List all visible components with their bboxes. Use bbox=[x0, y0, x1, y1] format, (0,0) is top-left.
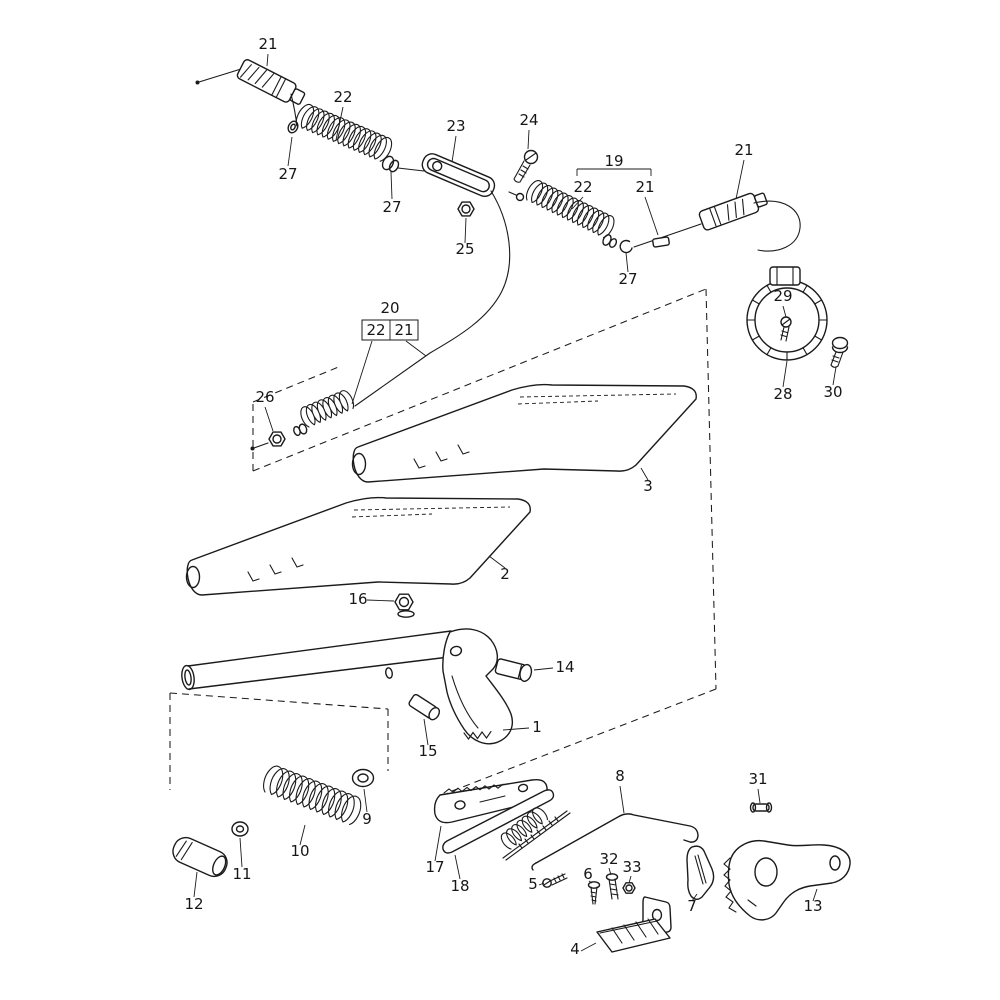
clamp-ring-assembly bbox=[746, 266, 849, 368]
mounting-plate-4 bbox=[596, 918, 671, 953]
hand-grip-2 bbox=[185, 496, 531, 596]
callout-22-group19: 22 bbox=[573, 178, 592, 196]
retaining-clip-27-right bbox=[619, 239, 633, 254]
callout-15: 15 bbox=[418, 742, 437, 760]
callout-13: 13 bbox=[803, 897, 822, 915]
nut-16 bbox=[394, 593, 415, 618]
callout-10: 10 bbox=[290, 842, 309, 860]
brake-cable-20 bbox=[293, 190, 511, 437]
callout-2: 2 bbox=[500, 565, 510, 583]
callout-29: 29 bbox=[773, 287, 792, 305]
callout-20: 20 bbox=[380, 299, 399, 317]
leader-lines bbox=[193, 53, 837, 952]
cable-eyelet bbox=[508, 191, 525, 202]
cable-end-sleeve-21-left bbox=[236, 59, 306, 105]
callout-33: 33 bbox=[622, 858, 641, 876]
callout-27-c: 27 bbox=[618, 270, 637, 288]
callout-5: 5 bbox=[528, 875, 538, 893]
cable-crimp bbox=[652, 236, 670, 248]
cable-assembly-right bbox=[508, 180, 801, 254]
nut-26 bbox=[250, 431, 286, 451]
linkage-parts bbox=[531, 802, 851, 953]
compensating-spring-22-right bbox=[525, 180, 615, 239]
hand-grip-3 bbox=[351, 383, 697, 483]
callout-21-top-left: 21 bbox=[258, 35, 277, 53]
callout-labels: 21 22 27 23 24 27 25 19 22 21 21 27 29 2… bbox=[184, 35, 842, 958]
callout-7: 7 bbox=[687, 897, 697, 915]
callout-11: 11 bbox=[232, 865, 251, 883]
callout-3: 3 bbox=[643, 477, 653, 495]
callout-14: 14 bbox=[555, 658, 574, 676]
bushing-9 bbox=[351, 768, 375, 788]
construction-dashed-lines bbox=[169, 288, 717, 794]
spring-set bbox=[172, 765, 375, 878]
ratchet-plate-13 bbox=[723, 839, 851, 921]
compensating-spring-22-left bbox=[295, 103, 393, 162]
callout-21-right: 21 bbox=[734, 141, 753, 159]
threaded-rod-with-spring bbox=[500, 807, 571, 861]
callout-6: 6 bbox=[583, 865, 593, 883]
callout-32: 32 bbox=[599, 850, 618, 868]
cable-clamp-bracket-23 bbox=[421, 153, 496, 198]
washer-pair-right bbox=[602, 234, 618, 248]
callout-17: 17 bbox=[425, 858, 444, 876]
washer-27-spring-end bbox=[381, 155, 400, 173]
washer-11 bbox=[231, 821, 249, 837]
actuating-rod-8 bbox=[531, 813, 699, 871]
callout-25: 25 bbox=[455, 240, 474, 258]
callout-30: 30 bbox=[823, 383, 842, 401]
pawl-lever-7 bbox=[686, 845, 715, 900]
clamp-screw-29 bbox=[780, 316, 792, 342]
pressure-spring-10 bbox=[263, 765, 362, 826]
callout-28: 28 bbox=[773, 385, 792, 403]
nut-25 bbox=[457, 201, 475, 217]
screw-5 bbox=[542, 873, 568, 888]
callout-23: 23 bbox=[446, 117, 465, 135]
callout-19: 19 bbox=[604, 152, 623, 170]
lever-head-with-pawl bbox=[442, 628, 514, 745]
cable-tail bbox=[195, 68, 242, 85]
callout-22-top: 22 bbox=[333, 88, 352, 106]
screw-24 bbox=[513, 149, 539, 183]
sleeve-12 bbox=[172, 836, 228, 878]
screw-6 bbox=[587, 881, 601, 905]
group-bracket-19 bbox=[576, 168, 652, 176]
pin-15 bbox=[408, 693, 441, 721]
group-box-20 bbox=[361, 319, 419, 341]
callout-16: 16 bbox=[348, 590, 367, 608]
callout-24: 24 bbox=[519, 111, 538, 129]
clamp-ring-28 bbox=[746, 266, 828, 361]
pin-31 bbox=[749, 802, 773, 813]
callout-8: 8 bbox=[615, 767, 625, 785]
callout-21-group19: 21 bbox=[635, 178, 654, 196]
cable-end-sleeve-21-right bbox=[698, 192, 768, 231]
bolt-30 bbox=[830, 336, 849, 368]
callout-4: 4 bbox=[570, 940, 580, 958]
lever-tube-1 bbox=[181, 630, 452, 691]
callout-31: 31 bbox=[748, 770, 767, 788]
callout-27-a: 27 bbox=[278, 165, 297, 183]
callout-22-group20: 22 bbox=[366, 321, 385, 339]
callout-1: 1 bbox=[532, 718, 542, 736]
ratchet-parts bbox=[433, 778, 571, 861]
cable-assembly-left bbox=[195, 59, 539, 451]
callout-21-group20: 21 bbox=[394, 321, 413, 339]
callout-27-b: 27 bbox=[382, 198, 401, 216]
nut-33 bbox=[622, 882, 636, 894]
callout-26: 26 bbox=[255, 388, 274, 406]
push-rod-18 bbox=[442, 789, 555, 854]
callout-12: 12 bbox=[184, 895, 203, 913]
brake-lever-assembly bbox=[181, 593, 533, 745]
washer-27-left bbox=[287, 120, 299, 134]
callout-9: 9 bbox=[362, 810, 372, 828]
screw-32 bbox=[605, 873, 619, 900]
bolt-14 bbox=[494, 658, 533, 682]
callout-18: 18 bbox=[450, 877, 469, 895]
